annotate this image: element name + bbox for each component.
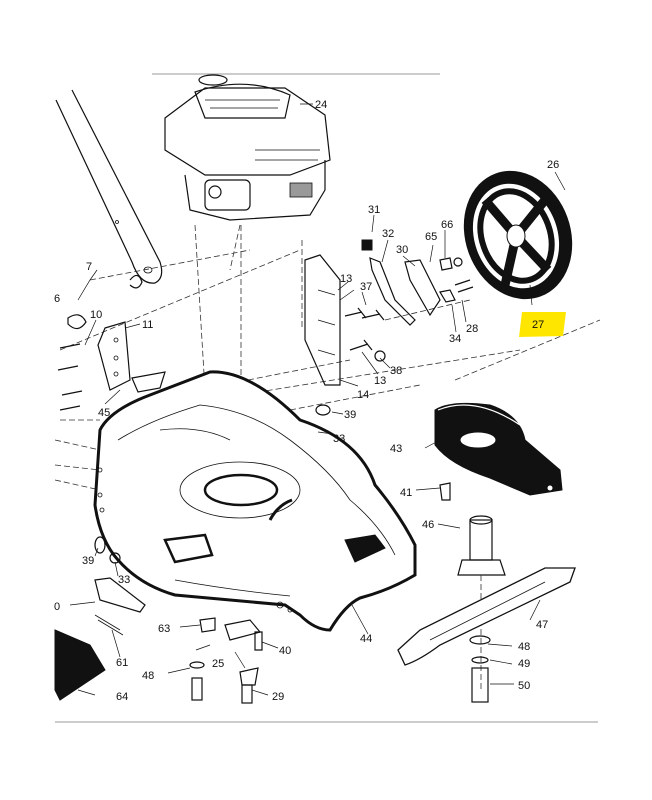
callout-63: 63 bbox=[158, 623, 170, 635]
callout-10: 10 bbox=[90, 309, 102, 321]
callout-25: 25 bbox=[212, 658, 224, 670]
engine bbox=[164, 74, 331, 221]
cutting-blade bbox=[397, 567, 576, 703]
callout-0: 0 bbox=[54, 601, 60, 613]
callout-48-right: 48 bbox=[518, 641, 530, 653]
mower-deck bbox=[93, 370, 417, 632]
callout-48-left: 48 bbox=[142, 670, 154, 682]
blade-adapter bbox=[457, 515, 506, 690]
callout-11: 11 bbox=[142, 319, 153, 331]
callout-13-bottom: 13 bbox=[374, 375, 386, 387]
callout-45: 45 bbox=[98, 407, 110, 419]
callout-31: 31 bbox=[368, 204, 380, 216]
callout-65: 65 bbox=[425, 231, 437, 243]
callout-highlight bbox=[519, 312, 566, 337]
callout-50: 50 bbox=[518, 680, 530, 692]
callout-43: 43 bbox=[390, 443, 402, 455]
callout-14: 14 bbox=[357, 389, 369, 401]
drive-wheel bbox=[463, 170, 573, 300]
callout-39-left: 39 bbox=[82, 555, 94, 567]
callout-leaders bbox=[69, 103, 566, 696]
callout-13-top: 13 bbox=[340, 273, 352, 285]
callout-41: 41 bbox=[400, 487, 412, 499]
callout-33-right: 33 bbox=[333, 433, 345, 445]
construction-lines bbox=[54, 224, 601, 500]
height-adjust-bracket bbox=[304, 239, 474, 437]
callout-39-right: 39 bbox=[344, 409, 356, 421]
callout-66: 66 bbox=[441, 219, 453, 231]
callout-37: 37 bbox=[360, 281, 372, 293]
callout-44: 44 bbox=[360, 633, 372, 645]
left-hardware bbox=[57, 274, 166, 411]
callout-40: 40 bbox=[279, 645, 291, 657]
deflector-plate bbox=[434, 402, 563, 501]
callout-28: 28 bbox=[466, 323, 478, 335]
callout-33-left: 33 bbox=[118, 574, 130, 586]
callout-34: 34 bbox=[449, 333, 461, 345]
bottom-left-hardware bbox=[54, 536, 263, 704]
callout-29: 29 bbox=[272, 691, 284, 703]
callout-labels: 24 26 31 32 66 65 30 7 13 37 27 10 11 38… bbox=[54, 99, 559, 703]
callout-64: 64 bbox=[116, 691, 128, 703]
callout-6: 6 bbox=[54, 293, 60, 305]
callout-30: 30 bbox=[396, 244, 408, 256]
callout-26: 26 bbox=[547, 159, 559, 171]
callout-61: 61 bbox=[116, 657, 128, 669]
callout-49: 49 bbox=[518, 658, 530, 670]
callout-7: 7 bbox=[86, 261, 92, 273]
handle-bar bbox=[55, 89, 163, 284]
callout-32: 32 bbox=[382, 228, 394, 240]
callout-47: 47 bbox=[536, 619, 548, 631]
callout-46: 46 bbox=[422, 519, 434, 531]
callout-27: 27 bbox=[532, 319, 544, 331]
callout-24: 24 bbox=[315, 99, 327, 111]
callout-38: 38 bbox=[390, 365, 402, 377]
